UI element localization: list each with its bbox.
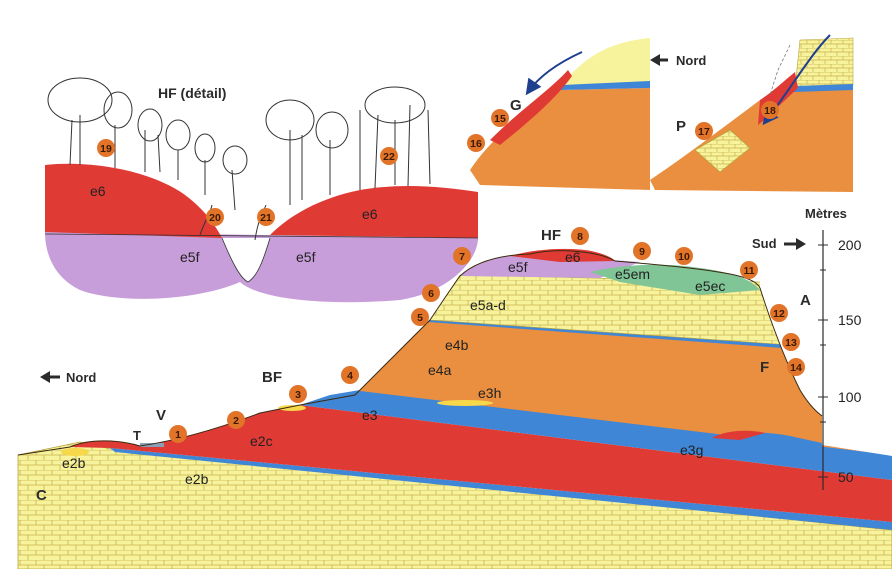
svg-text:18: 18 [764,105,776,117]
svg-text:22: 22 [383,151,395,163]
label-e5ad: e5a-d [470,297,506,313]
label-e3g: e3g [680,442,703,458]
inset-p-orange [650,88,853,192]
station-badge-20: 20 [206,208,224,226]
svg-text:10: 10 [678,251,690,263]
svg-text:15: 15 [494,113,506,125]
station-badge-14: 14 [787,358,805,376]
scale-tick-150: 150 [838,312,862,328]
detail-e5f-left-label: e5f [180,249,200,265]
site-v: V [156,407,166,424]
station-badge-10: 10 [675,247,693,265]
detail-e6-left-label: e6 [90,183,106,199]
label-e2b: e2b [62,455,86,471]
label-e3h: e3h [478,385,501,401]
hf-detail-inset: HF (détail) e6 e6 e5f e5f [45,78,478,302]
sud-label: Sud [752,236,777,251]
detail-e5f-right-label: e5f [296,249,316,265]
label-e2c: e2c [250,433,273,449]
site-p: P [676,118,686,135]
detail-e6-right-label: e6 [362,206,378,222]
inset-p-yellow-cap [795,38,853,88]
station-badge-22: 22 [380,147,398,165]
svg-text:2: 2 [233,415,239,427]
label-e6-main: e6 [565,249,581,265]
station-badge-18: 18 [761,101,779,119]
station-badge-19: 19 [97,139,115,157]
station-badge-13: 13 [782,333,800,351]
station-badge-8: 8 [571,227,589,245]
inset-g-yellow [565,38,650,86]
station-badge-5: 5 [411,308,429,326]
svg-text:21: 21 [260,212,272,224]
label-e2b-lower: e2b [185,471,209,487]
svg-text:7: 7 [459,251,465,263]
station-badge-16: 16 [467,134,485,152]
svg-text:11: 11 [743,265,754,277]
svg-text:12: 12 [773,308,785,320]
svg-text:13: 13 [785,337,797,349]
label-e4b: e4b [445,337,469,353]
detail-title: HF (détail) [158,85,226,101]
label-e5em: e5em [615,266,650,282]
scale-tick-200: 200 [838,237,862,253]
label-e5f-main: e5f [508,259,528,275]
station-badge-2: 2 [227,411,245,429]
nord-left-label: Nord [66,370,96,385]
svg-text:20: 20 [209,212,221,224]
station-badge-7: 7 [453,247,471,265]
site-t: T [133,428,141,443]
station-badge-12: 12 [770,304,788,322]
site-g: G [510,97,522,114]
site-hf: HF [541,227,561,244]
station-badge-1: 1 [169,425,187,443]
svg-text:14: 14 [790,362,802,374]
station-badge-3: 3 [289,385,307,403]
svg-text:4: 4 [347,370,353,382]
site-a: A [800,292,811,309]
lens-bf [278,405,306,411]
svg-text:17: 17 [698,126,710,138]
station-badge-9: 9 [633,242,651,260]
svg-text:19: 19 [100,143,112,155]
station-badge-21: 21 [257,208,275,226]
site-f: F [760,359,769,376]
svg-text:16: 16 [470,138,482,150]
station-badge-6: 6 [422,284,440,302]
station-badge-11: 11 [740,261,758,279]
nord-top-label: Nord [676,53,706,68]
label-e4a: e4a [428,362,452,378]
metres-label: Mètres [805,206,847,221]
station-badge-4: 4 [341,366,359,384]
station-badge-15: 15 [491,109,509,127]
scale-tick-100: 100 [838,389,862,405]
station-badge-17: 17 [695,122,713,140]
svg-text:3: 3 [295,389,301,401]
detail-e6-left [45,164,222,238]
site-bf: BF [262,369,282,386]
svg-text:6: 6 [428,288,434,300]
scale-tick-50: 50 [838,469,854,485]
site-c: C [36,487,47,504]
svg-text:1: 1 [175,429,181,441]
svg-text:9: 9 [639,246,645,258]
label-e3: e3 [362,407,378,423]
svg-text:8: 8 [577,231,583,243]
svg-text:5: 5 [417,312,423,324]
north-arrow-left: Nord [40,370,96,385]
label-e5ec: e5ec [695,278,725,294]
